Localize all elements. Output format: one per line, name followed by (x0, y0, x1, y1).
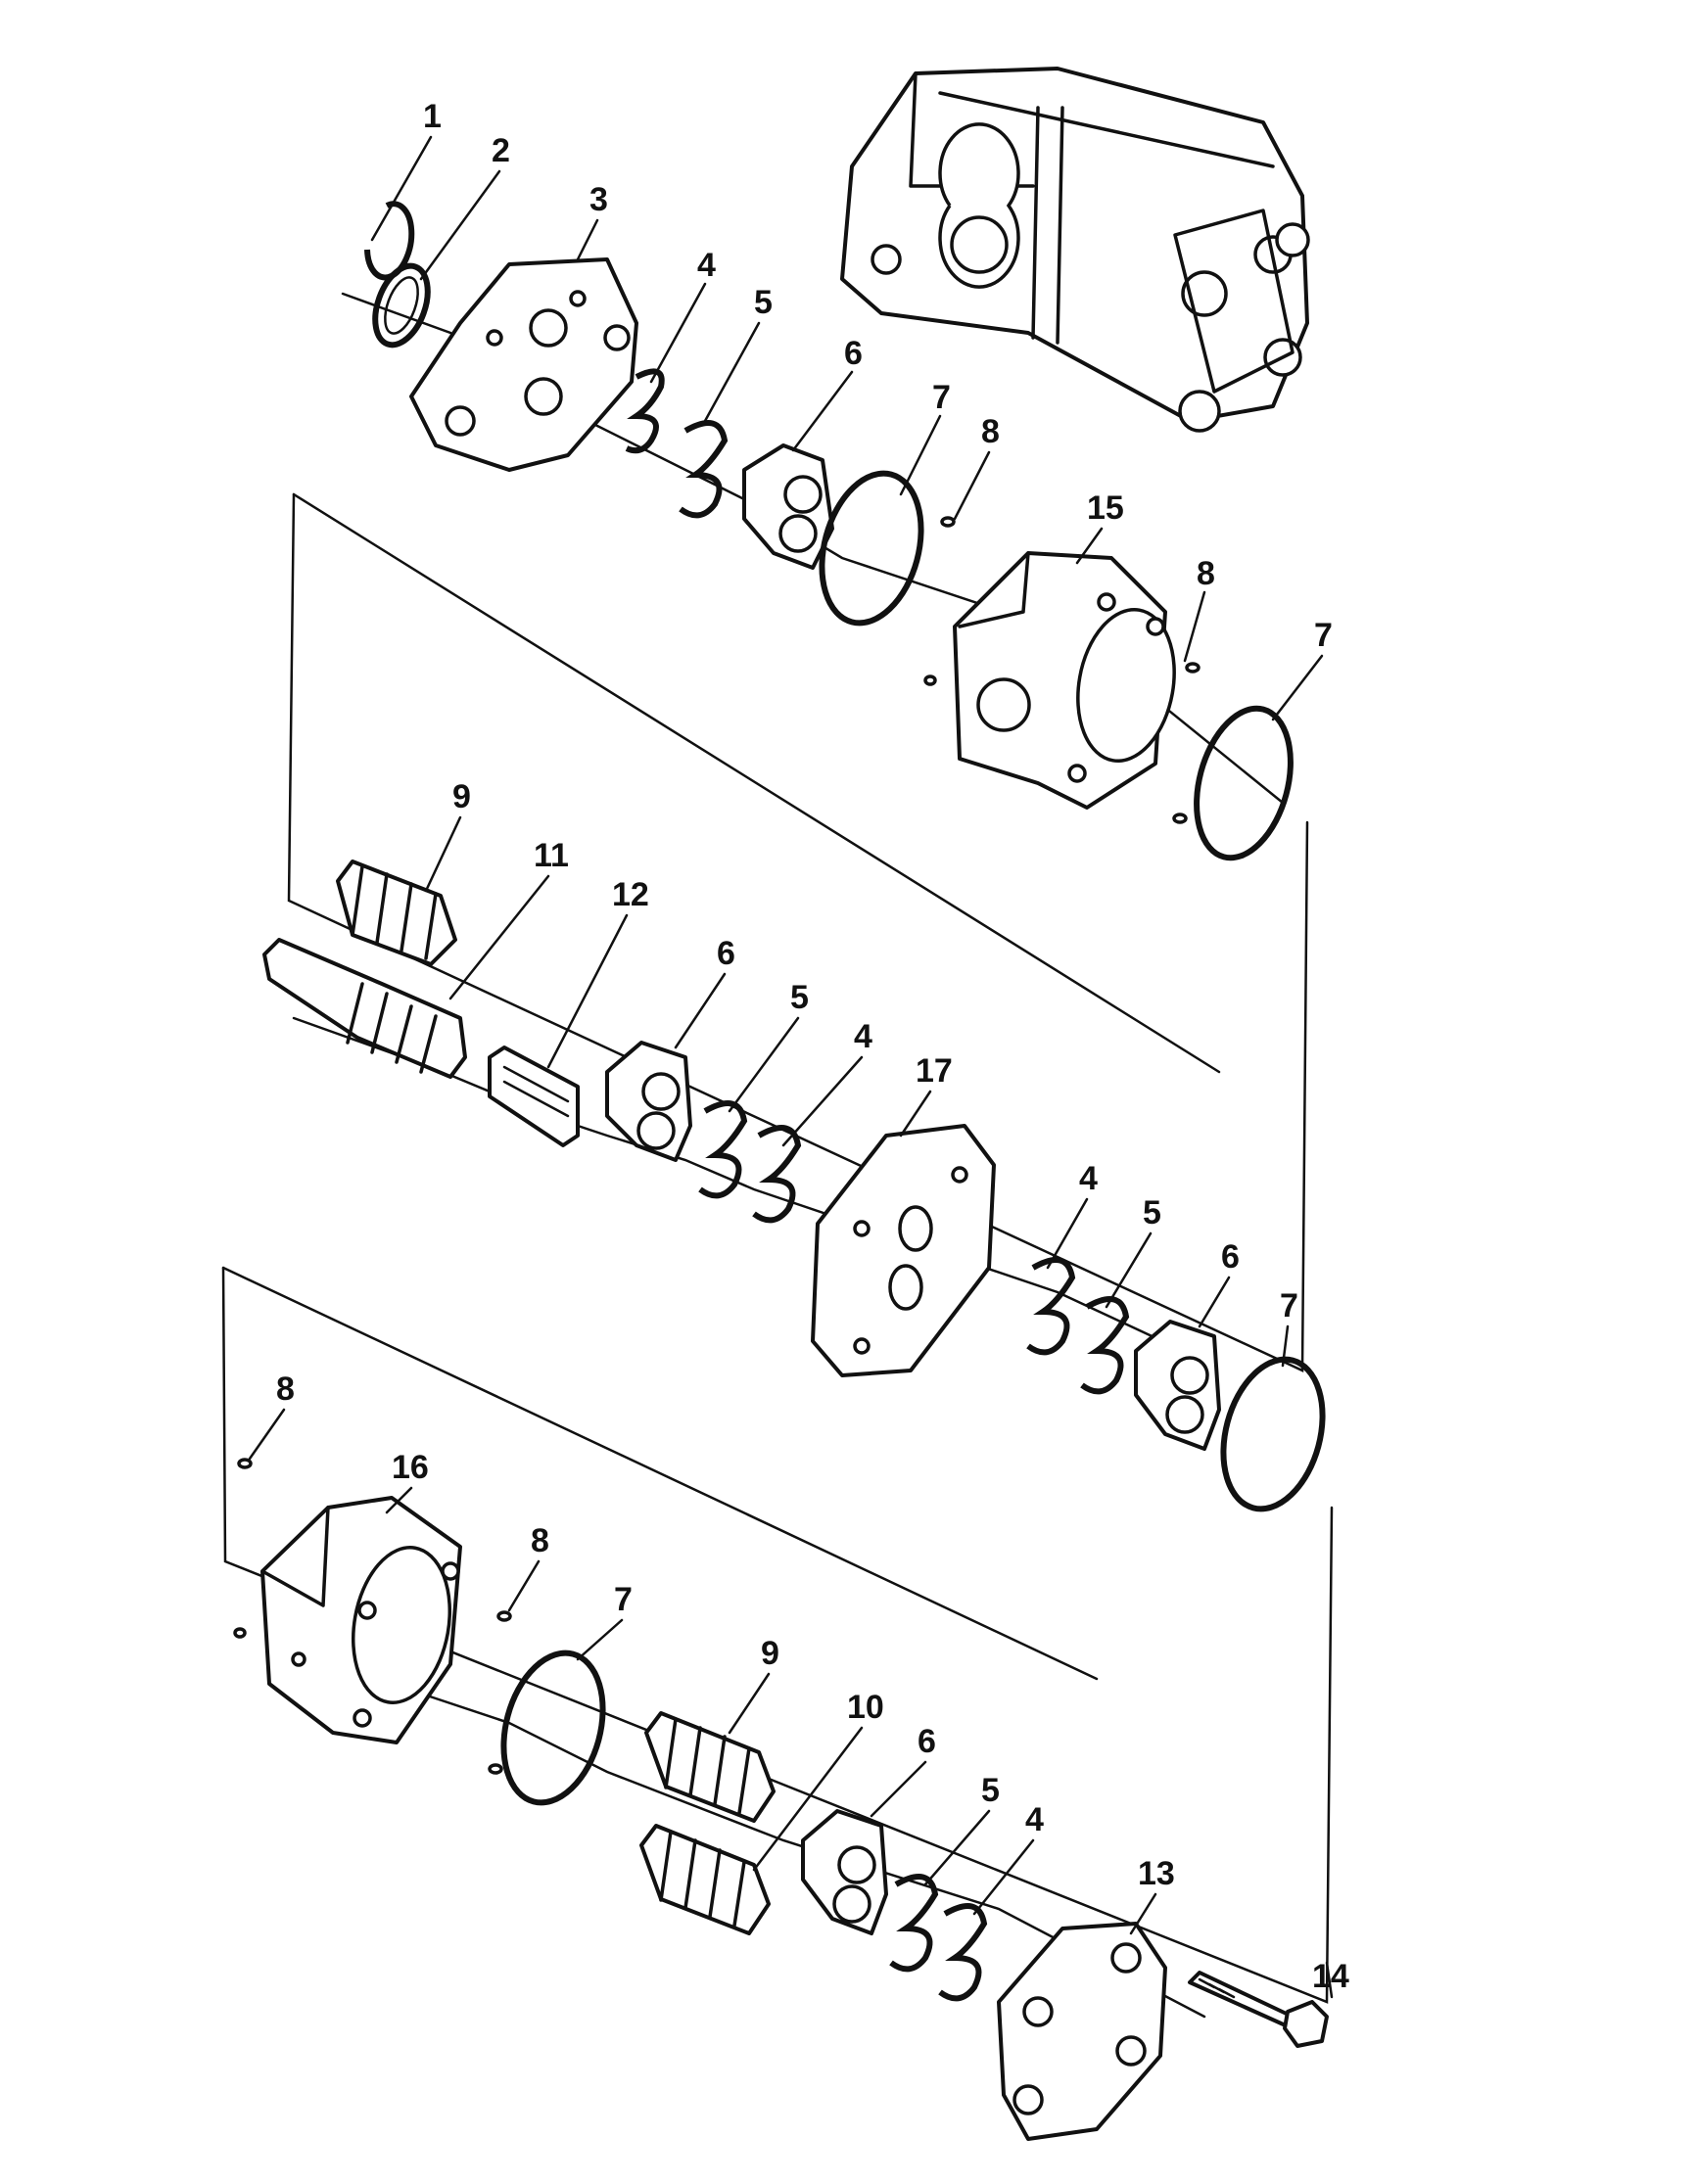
part-1-snap-ring (364, 201, 415, 281)
callout-6: 6 (918, 1723, 936, 1760)
part-7-oring-lower (500, 1650, 606, 1806)
callout-9: 9 (452, 778, 471, 815)
callout-17: 17 (916, 1052, 953, 1090)
callout-4: 4 (1025, 1801, 1044, 1838)
callout-16: 16 (392, 1449, 429, 1486)
part-7-oring-top (819, 470, 924, 627)
part-13-end-cover (997, 1922, 1167, 2141)
part-5-seal-middle (698, 1100, 748, 1199)
part-6-bushing-right (1134, 1320, 1221, 1451)
callout-8: 8 (531, 1522, 549, 1559)
callout-7: 7 (1314, 617, 1333, 654)
callout-10: 10 (847, 1689, 884, 1726)
part-5-seal-top (679, 420, 729, 519)
callout-6: 6 (844, 335, 863, 372)
part-4-seal-lower (938, 1903, 988, 2002)
callout-4: 4 (1079, 1160, 1098, 1197)
callout-5: 5 (754, 284, 773, 321)
callout-3: 3 (589, 181, 608, 218)
part-2-seal-ring (372, 262, 431, 349)
part-10-drive-gear (639, 1824, 771, 1935)
part-6-bushing-lower (801, 1809, 888, 1935)
callout-8: 8 (276, 1371, 295, 1408)
part-6-bushing-top (742, 443, 834, 570)
callout-7: 7 (932, 379, 951, 416)
callout-15: 15 (1087, 489, 1124, 527)
leader-lines (248, 135, 1334, 1999)
callout-1: 1 (423, 98, 442, 135)
callout-8: 8 (1197, 555, 1215, 592)
callout-labels: 1 2 3 4 5 6 7 8 15 8 7 9 11 12 6 5 4 17 … (276, 98, 1349, 1995)
callout-6: 6 (1221, 1238, 1240, 1276)
callout-2: 2 (492, 132, 510, 169)
callout-11: 11 (534, 837, 569, 874)
callout-7: 7 (1280, 1287, 1298, 1324)
callout-6: 6 (717, 935, 735, 972)
part-7-oring-right-middle (1220, 1356, 1326, 1512)
part-4-seal-top (625, 368, 665, 454)
part-8-dowels (233, 516, 1201, 1775)
callout-5: 5 (1143, 1194, 1161, 1231)
part-12-coupling-shaft (488, 1046, 580, 1147)
callout-8: 8 (981, 413, 1000, 450)
callout-4: 4 (697, 247, 716, 284)
callout-5: 5 (790, 979, 809, 1016)
part-6-bushing-middle (605, 1041, 692, 1162)
part-17-center-plate (811, 1124, 996, 1377)
part-16-gear-housing (260, 1496, 462, 1744)
part-9-idler-gear-top (336, 860, 457, 966)
part-5-seal-lower (889, 1874, 939, 1973)
callout-14: 14 (1312, 1958, 1349, 1995)
callout-7: 7 (614, 1581, 633, 1618)
part-14-bolt (1188, 1971, 1329, 2048)
callout-9: 9 (761, 1635, 779, 1672)
part-4-seal-middle (752, 1125, 802, 1224)
callout-12: 12 (612, 876, 649, 913)
assembled-pump-illustration (840, 67, 1310, 433)
callout-4: 4 (854, 1018, 872, 1055)
callout-5: 5 (981, 1772, 1000, 1809)
part-5-seal-right (1080, 1296, 1130, 1395)
callout-13: 13 (1138, 1855, 1175, 1892)
part-4-seal-right (1026, 1257, 1076, 1356)
part-9-idler-gear-lower (644, 1711, 776, 1823)
part-3-mounting-flange (409, 257, 638, 472)
part-11-drive-shaft (262, 938, 467, 1079)
part-7-oring-right (1194, 705, 1294, 861)
part-15-gear-housing (953, 551, 1176, 810)
